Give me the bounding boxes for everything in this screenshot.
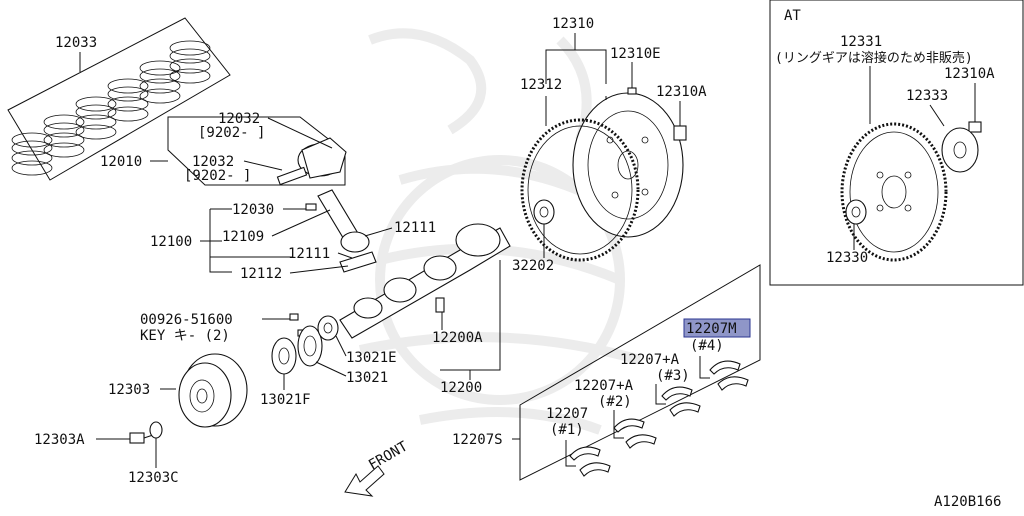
label-12112[interactable]: 12112: [240, 266, 282, 282]
label-13021e[interactable]: 13021E: [346, 350, 397, 366]
piston-ring-set[interactable]: [7, 17, 231, 181]
note-1: (#1): [550, 422, 584, 438]
flywheel-bolt[interactable]: [673, 125, 687, 141]
front-arrow-icon: [344, 465, 385, 497]
label-12310[interactable]: 12310: [552, 16, 594, 32]
label-12207[interactable]: 12207: [546, 406, 588, 422]
label-13021f[interactable]: 13021F: [260, 392, 311, 408]
label-12303c[interactable]: 12303C: [128, 470, 179, 486]
at-panel: [769, 0, 1024, 286]
label-12010[interactable]: 12010: [100, 154, 142, 170]
note-key: KEY キ- (2): [140, 328, 230, 344]
label-12109[interactable]: 12109: [222, 229, 264, 245]
highlight-12207m: [683, 318, 751, 338]
pilot-bushing[interactable]: [533, 199, 555, 225]
drive-plate-bolt[interactable]: [968, 121, 982, 133]
note-12032-lower: [9202- ]: [184, 168, 251, 184]
label-12032-upper[interactable]: 12032: [218, 111, 260, 127]
label-12331[interactable]: 12331: [840, 34, 882, 50]
label-12100[interactable]: 12100: [150, 234, 192, 250]
label-32202[interactable]: 32202: [512, 258, 554, 274]
note-4: (#4): [690, 338, 724, 354]
diagram-code: A120B166: [934, 494, 1001, 510]
label-12310a-at[interactable]: 12310A: [944, 66, 995, 82]
note-12331: (リングギアは溶接のため非販売): [775, 50, 973, 66]
label-12207a-3[interactable]: 12207+A: [620, 352, 680, 368]
label-13021[interactable]: 13021: [346, 370, 388, 386]
label-12200[interactable]: 12200: [440, 380, 482, 396]
piston[interactable]: [276, 137, 347, 186]
label-12207m[interactable]: 12207M: [686, 321, 737, 337]
label-at: AT: [784, 8, 801, 24]
bearing-1[interactable]: [569, 446, 611, 477]
reinforcement-plate[interactable]: [941, 127, 979, 173]
label-12030[interactable]: 12030: [232, 202, 274, 218]
label-12333[interactable]: 12333: [906, 88, 948, 104]
label-12111-b[interactable]: 12111: [288, 246, 330, 262]
at-bushing[interactable]: [845, 199, 867, 225]
label-12303a[interactable]: 12303A: [34, 432, 85, 448]
note-12032-upper: [9202- ]: [198, 125, 265, 141]
crankshaft[interactable]: [339, 223, 511, 339]
crank-sprocket[interactable]: [297, 325, 323, 367]
label-00926-51600[interactable]: 00926-51600: [140, 312, 233, 328]
dowel-pin[interactable]: [627, 87, 637, 95]
washer-13021e[interactable]: [317, 315, 339, 341]
label-12312[interactable]: 12312: [520, 77, 562, 93]
label-12207s[interactable]: 12207S: [452, 432, 503, 448]
label-12310e[interactable]: 12310E: [610, 46, 661, 62]
crank-pulley[interactable]: [178, 353, 248, 428]
bearing-set-panel: [519, 264, 761, 481]
ring-gear[interactable]: [520, 118, 640, 262]
label-12033[interactable]: 12033: [55, 35, 97, 51]
label-12032-lower[interactable]: 12032: [192, 154, 234, 170]
pulley-washer[interactable]: [149, 421, 163, 439]
label-12200a[interactable]: 12200A: [432, 330, 483, 346]
note-2: (#2): [598, 394, 632, 410]
label-front: FRONT: [366, 438, 411, 473]
connecting-rod[interactable]: [305, 189, 377, 273]
label-12111-a[interactable]: 12111: [394, 220, 436, 236]
bearing-2[interactable]: [613, 418, 657, 449]
label-12330[interactable]: 12330: [826, 250, 868, 266]
label-12310a[interactable]: 12310A: [656, 84, 707, 100]
drive-plate[interactable]: [840, 122, 948, 262]
note-3: (#3): [656, 368, 690, 384]
spacer-13021f[interactable]: [271, 337, 297, 375]
label-12207a-2[interactable]: 12207+A: [574, 378, 634, 394]
bearing-3[interactable]: [661, 386, 701, 417]
bearing-4[interactable]: [709, 360, 749, 391]
label-12303[interactable]: 12303: [108, 382, 150, 398]
